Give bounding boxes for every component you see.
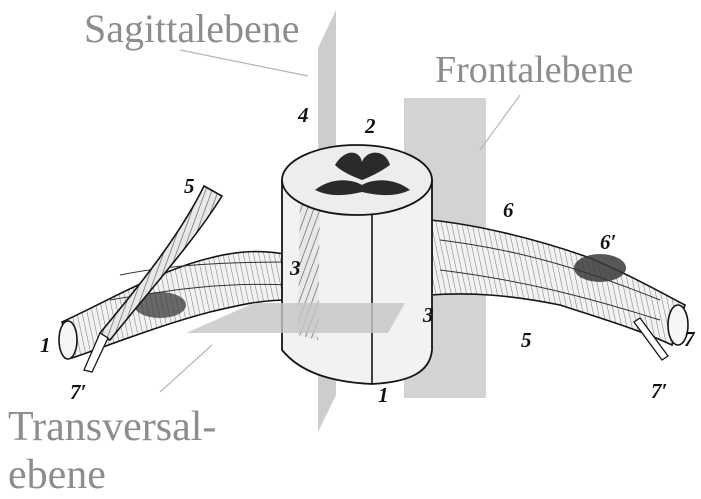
label-7-prime-left: 7′: [70, 380, 86, 404]
label-1-center: 1: [378, 383, 389, 407]
label-7: 7: [684, 327, 696, 351]
frontal-plane-label: Frontalebene: [435, 49, 633, 91]
label-3-right: 3: [422, 303, 434, 327]
label-5-right: 5: [521, 328, 532, 352]
label-6-prime: 6′: [600, 230, 616, 254]
spinal-cord-segment: [282, 145, 432, 384]
label-3-left: 3: [289, 256, 301, 280]
label-4: 4: [297, 103, 309, 127]
label-5-top: 5: [184, 174, 195, 198]
label-7-prime-right: 7′: [651, 379, 667, 403]
label-1-left: 1: [40, 333, 51, 357]
sagittal-plane-label: Sagittalebene: [84, 6, 299, 51]
label-2: 2: [364, 114, 376, 138]
transversal-plane-label-line2: ebene: [8, 452, 106, 498]
transversal-plane-label-line1: Transversal-: [8, 404, 216, 450]
label-6: 6: [503, 198, 514, 222]
